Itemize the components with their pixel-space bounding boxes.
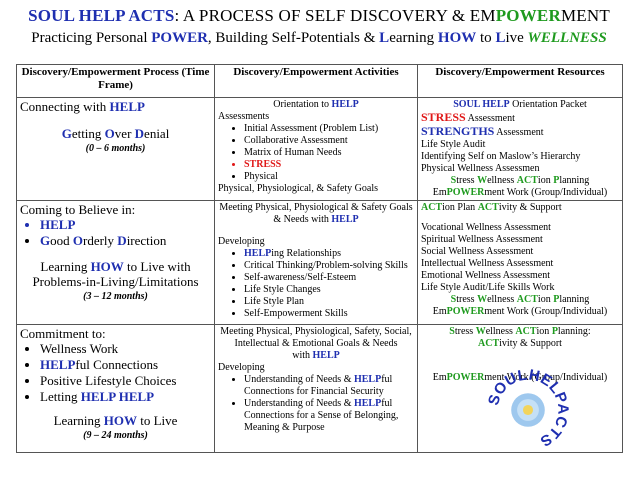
activity-list: Understanding of Needs & HELPful Connect… [218, 374, 414, 434]
table-header-row: Discovery/Empowerment Process (Time Fram… [16, 64, 623, 98]
activities-cell: Meeting Physical, Physiological, Safety,… [214, 324, 418, 453]
commitment-list: Wellness Work HELPful Connections Positi… [20, 341, 211, 405]
list-item: Life Style Changes [244, 284, 414, 296]
page-subtitle: Practicing Personal POWER, Building Self… [31, 30, 607, 46]
page-title: SOUL HELP ACTS: A PROCESS OF SELF DISCOV… [28, 6, 610, 25]
list-item: Initial Assessment (Problem List) [244, 123, 414, 135]
list-item: Wellness Work [40, 341, 211, 357]
activity-list: HELPing Relationships Critical Thinking/… [218, 248, 414, 320]
table-row: Coming to Believe in: HELP Good Orderly … [16, 200, 623, 325]
table-row: Commitment to: Wellness Work HELPful Con… [16, 324, 623, 453]
table-row: Connecting with HELP Getting Over Denial… [16, 97, 623, 201]
list-item: Self-awareness/Self-Esteem [244, 272, 414, 284]
process-cell: Commitment to: Wellness Work HELPful Con… [16, 324, 215, 453]
resources-cell: ACTion Plan ACTivity & Support Vocationa… [417, 200, 623, 325]
list-item: HELPful Connections [40, 357, 211, 373]
process-table: Discovery/Empowerment Process (Time Fram… [16, 64, 623, 453]
list-item: Life Style Plan [244, 296, 414, 308]
process-cell: Connecting with HELP Getting Over Denial… [16, 97, 215, 201]
header-activities: Discovery/Empowerment Activities [214, 64, 418, 98]
activities-cell: Meeting Physical, Physiological & Safety… [214, 200, 418, 325]
list-item: Critical Thinking/Problem-solving Skills [244, 260, 414, 272]
list-item: HELPing Relationships [244, 248, 414, 260]
list-item: Letting HELP HELP [40, 389, 211, 405]
process-cell: Coming to Believe in: HELP Good Orderly … [16, 200, 215, 325]
belief-list: HELP Good Orderly Direction [20, 217, 211, 249]
resources-cell: SOUL HELP Orientation Packet STRESS Asse… [417, 97, 623, 201]
list-item: Positive Lifestyle Choices [40, 373, 211, 389]
header-process: Discovery/Empowerment Process (Time Fram… [16, 64, 215, 98]
list-item: Understanding of Needs & HELPful Connect… [244, 374, 414, 398]
list-item: HELP [40, 217, 211, 233]
list-item: Collaborative Assessment [244, 135, 414, 147]
soul-help-acts-logo: SOULHELPACTS [486, 368, 570, 450]
list-item: Matrix of Human Needs [244, 147, 414, 159]
list-item: STRESS [244, 159, 414, 171]
activity-list: Initial Assessment (Problem List) Collab… [218, 123, 414, 183]
list-item: Self-Empowerment Skills [244, 308, 414, 320]
list-item: Physical [244, 171, 414, 183]
activities-cell: Orientation to HELP Assessments Initial … [214, 97, 418, 201]
resources-cell: Stress Wellness ACTion Planning: ACTivit… [417, 324, 623, 453]
header-resources: Discovery/Empowerment Resources [417, 64, 623, 98]
list-item: Good Orderly Direction [40, 233, 211, 249]
list-item: Understanding of Needs & HELPful Connect… [244, 398, 414, 434]
